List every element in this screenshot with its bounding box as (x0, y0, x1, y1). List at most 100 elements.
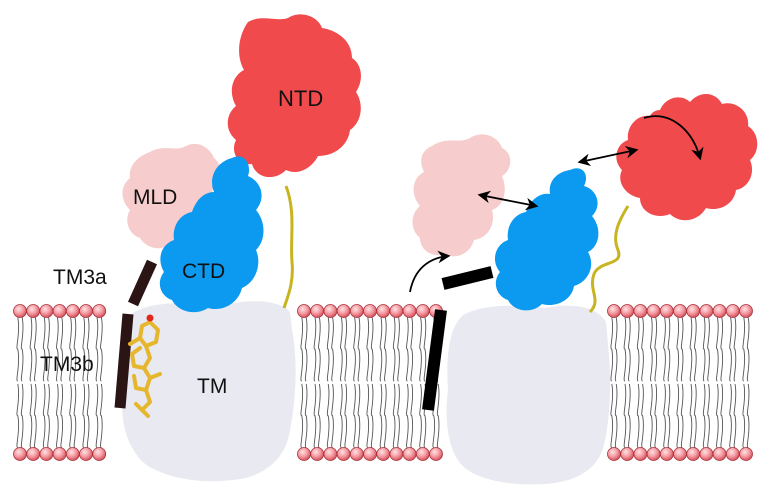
lipid-head (725, 447, 740, 461)
lipid-tail (331, 383, 334, 448)
lipid-head (323, 304, 338, 318)
lipid-head (376, 304, 391, 318)
lipid-tail (47, 383, 50, 448)
lipid-head (686, 447, 701, 461)
lipid-tail (419, 317, 422, 382)
lipid-tail (60, 317, 64, 382)
ctd-domain-left (159, 156, 264, 313)
lipid-head (415, 447, 430, 461)
lipid-head (659, 304, 674, 318)
lipid-tail (742, 317, 746, 382)
lipid-tail (733, 317, 737, 382)
lipid-tail (628, 317, 631, 382)
lipid-head (13, 447, 27, 461)
lipid-head (646, 447, 661, 461)
lipid-tail (702, 383, 706, 448)
lipid-tail (16, 383, 20, 448)
lipid-head (712, 304, 727, 318)
lipid-tail (56, 383, 59, 448)
lipid-tail (650, 383, 653, 448)
lipid-tail (742, 383, 746, 448)
lipid-tail (733, 383, 737, 448)
lipid-tail (340, 317, 343, 382)
lipid-head (79, 447, 93, 461)
lipid-tail (20, 383, 24, 448)
lipid-head (92, 304, 107, 318)
lipid-tail (614, 383, 618, 448)
lipid-tail (667, 383, 671, 448)
lipid-tail (42, 383, 46, 448)
label-ctd: CTD (182, 260, 225, 283)
lipid-head (725, 304, 740, 318)
lipid-tail (716, 317, 719, 382)
lipid-tail (623, 317, 627, 382)
lipid-head (646, 304, 661, 318)
lipid-tail (100, 317, 103, 382)
lipid-tail (16, 317, 20, 382)
lipid-tail (720, 383, 724, 448)
lipid-tail (729, 383, 732, 448)
lipid-head (92, 447, 107, 461)
lipid-tail (720, 317, 724, 382)
lipid-tail (82, 383, 86, 448)
tm3a-helix-left (127, 259, 158, 307)
lipid-tail (707, 383, 710, 448)
lipid-tail (663, 317, 666, 382)
lipid-tail (318, 317, 321, 382)
lipid-tail (623, 383, 627, 448)
lipid-head (699, 304, 714, 318)
lipid-head (310, 447, 325, 461)
lipid-tail (370, 383, 374, 448)
lipid-head (429, 447, 443, 461)
lipid-head (336, 304, 351, 318)
lipid-tail (56, 317, 59, 382)
lipid-head (323, 447, 338, 461)
lipid-head (739, 447, 753, 461)
double-arrow-mld-ctd (477, 190, 539, 211)
lipid-tail (410, 383, 414, 448)
lipid-head (336, 447, 351, 461)
tm3a-helix-right (441, 266, 494, 290)
lipid-tail (654, 317, 658, 382)
lipid-head (39, 304, 54, 318)
lipid-tail (680, 383, 684, 448)
lipid-head (13, 304, 27, 318)
lipid-head (39, 447, 54, 461)
lipid-head (297, 447, 311, 461)
lipid-tail (29, 383, 33, 448)
lipid-tail (344, 317, 348, 382)
lipid-tail (95, 383, 99, 448)
lipid-bilayer-right (607, 304, 753, 461)
lipid-tail (357, 317, 361, 382)
lipid-head (699, 447, 714, 461)
lipid-tail (610, 317, 614, 382)
lipid-head (633, 304, 648, 318)
lipid-head (712, 447, 727, 461)
label-tm: TM (197, 375, 227, 398)
lipid-head (673, 304, 687, 318)
lipid-tail (313, 383, 317, 448)
lipid-tail (384, 383, 387, 448)
lipid-tail (694, 317, 697, 382)
lipid-tail (663, 383, 666, 448)
lipid-head (363, 447, 377, 461)
lipid-head (415, 304, 430, 318)
lipid-tail (69, 383, 72, 448)
lipid-head (52, 447, 67, 461)
curved-arrow-tm3 (409, 250, 451, 293)
lipid-tail (20, 317, 24, 382)
lipid-tail (397, 317, 400, 382)
lipid-tail (34, 383, 37, 448)
lipid-tail (423, 317, 427, 382)
lipid-head (389, 447, 404, 461)
sterol-molecule (128, 314, 162, 418)
lipid-head (297, 304, 311, 318)
lipid-head (607, 304, 621, 318)
lipid-head (402, 304, 417, 318)
lipid-tail (353, 383, 356, 448)
lipid-tail (42, 317, 46, 382)
lipid-head (389, 304, 404, 318)
lipid-tail (47, 317, 50, 382)
lipid-tail (73, 317, 77, 382)
